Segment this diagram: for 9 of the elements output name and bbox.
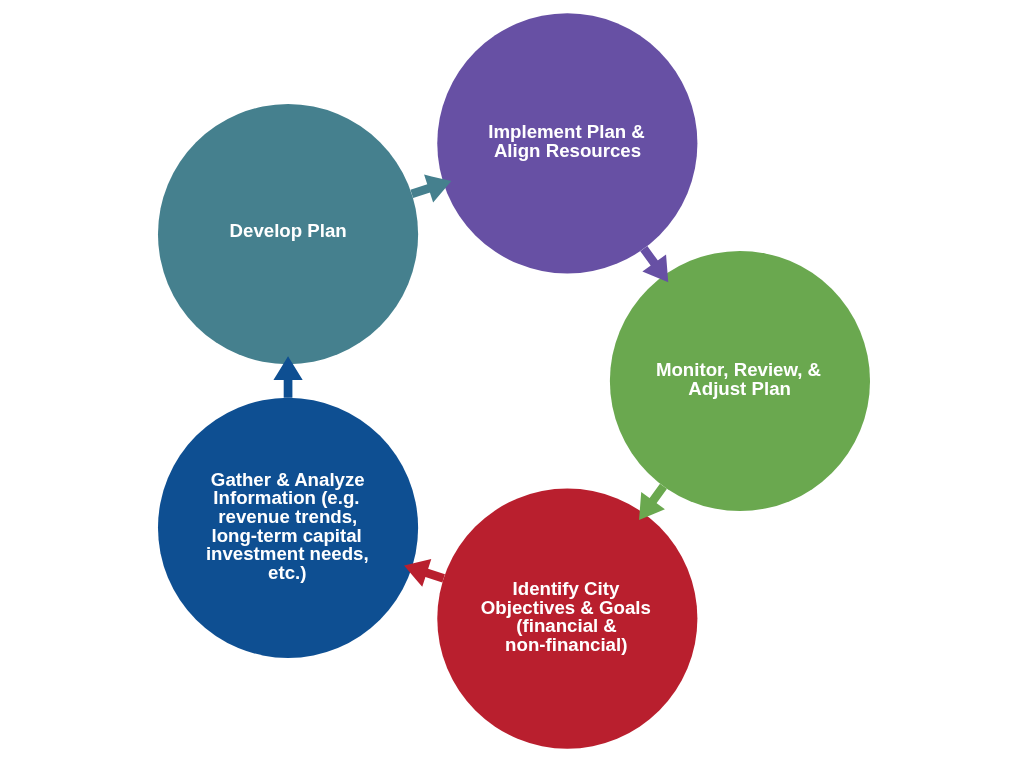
arrow [639, 483, 667, 520]
node-circle: Gather & Analyze Information (e.g. revenue trends, long-term capital investment needs, etc.) [158, 397, 419, 658]
node-circle: Monitor, Review, & Adjust Plan [609, 250, 870, 512]
node-circle: Develop Plan [158, 104, 419, 365]
arrow [404, 559, 445, 587]
arrow [273, 356, 303, 398]
arrow [410, 174, 452, 203]
node-circle: Implement Plan & Align Resources [437, 13, 698, 274]
arrow [640, 246, 669, 283]
